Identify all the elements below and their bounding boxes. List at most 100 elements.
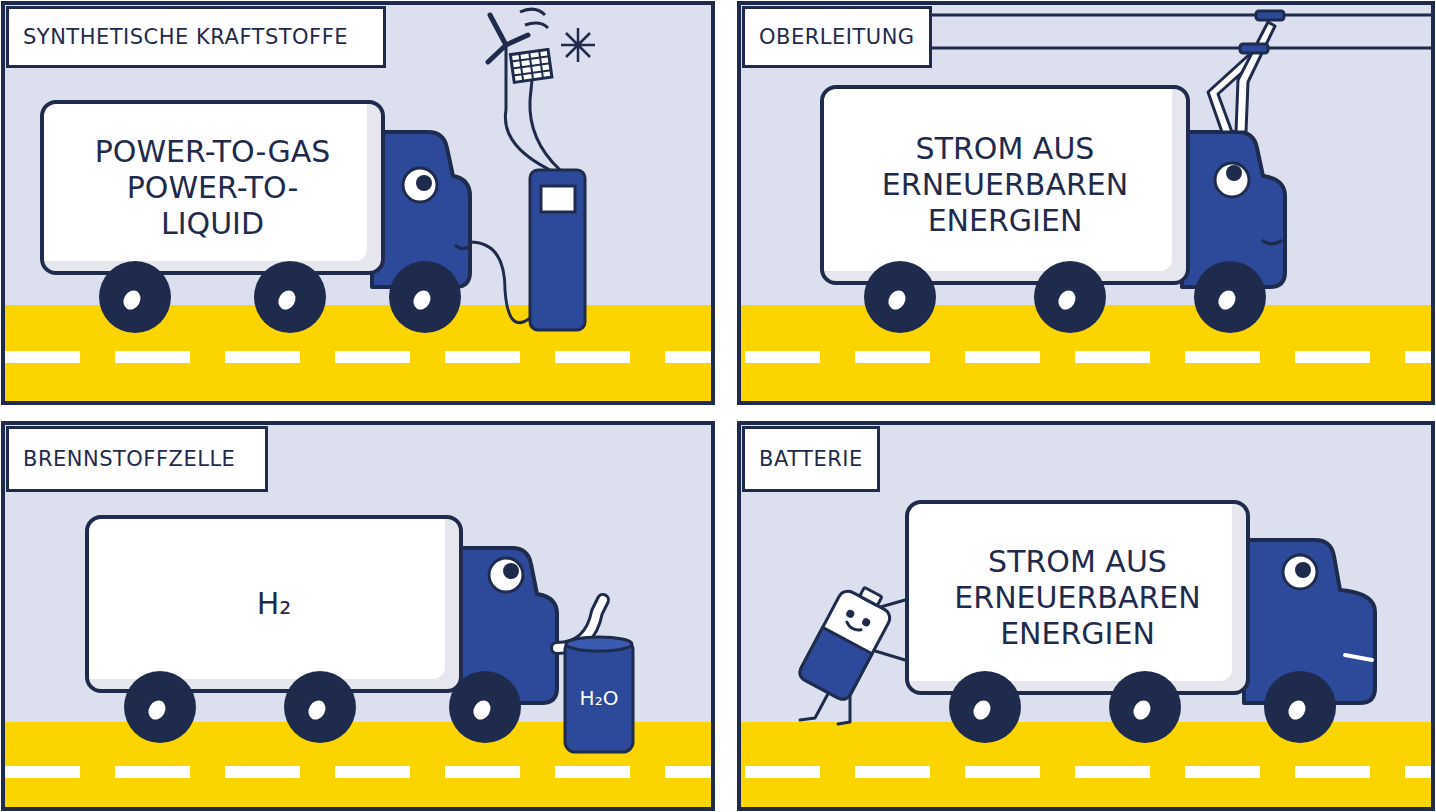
truck-cab <box>372 132 470 287</box>
hubcap <box>1215 287 1239 312</box>
barrel-top <box>566 637 632 651</box>
node-text: BATTERIE <box>759 447 863 471</box>
hubcap <box>1055 287 1079 312</box>
wheel <box>1194 261 1266 333</box>
node-text: SYNTHETISCHE KRAFTSTOFFE <box>23 25 348 49</box>
wheel <box>949 671 1021 743</box>
mouth <box>455 245 470 249</box>
wire <box>920 47 1433 50</box>
node-text: STROM AUS ERNEUERBAREN ENERGIEN <box>904 544 1250 652</box>
solar-panel <box>510 49 552 82</box>
node-text: POWER-TO-GAS <box>45 134 381 170</box>
wheel <box>124 671 196 743</box>
road <box>741 722 1431 807</box>
sun <box>561 28 595 62</box>
wheel <box>99 261 171 333</box>
panel-heading: BATTERIE <box>742 426 880 492</box>
hubcap <box>1130 697 1154 722</box>
wheels <box>99 261 1336 743</box>
collector <box>1240 44 1268 53</box>
pupil <box>1295 562 1311 578</box>
eye <box>489 558 523 592</box>
node-text: STROM AUS ERNEUERBAREN ENERGIEN <box>824 131 1186 239</box>
power-cable <box>505 110 550 170</box>
water-barrel <box>565 640 633 752</box>
road <box>5 305 711 401</box>
wheel <box>449 671 521 743</box>
pupil <box>1226 165 1242 181</box>
pantograph-arm <box>1208 52 1258 132</box>
truck-cargo-box: H₂ <box>85 515 463 693</box>
battery-arms <box>870 600 905 660</box>
node-text: OBERLEITUNG <box>759 25 915 49</box>
wheel <box>254 261 326 333</box>
pantograph <box>1208 11 1284 132</box>
wheel <box>1264 671 1336 743</box>
panel <box>3 3 713 403</box>
hubcap <box>275 287 299 312</box>
eye <box>1283 555 1317 589</box>
truck-cargo-box: STROM AUS ERNEUERBAREN ENERGIEN <box>820 85 1190 285</box>
fuel-pump <box>530 170 585 330</box>
truck-cargo-box: POWER-TO-GASPOWER-TO-LIQUID <box>40 100 385 275</box>
barrel-label: H₂O <box>565 686 633 710</box>
collector <box>1256 11 1284 20</box>
battery-charge <box>797 627 872 702</box>
battery-body <box>797 588 893 703</box>
turbine-blades <box>488 15 528 62</box>
road <box>741 305 1431 401</box>
eye <box>403 168 437 202</box>
hubcap <box>885 287 909 312</box>
hubcap <box>145 697 169 722</box>
hubcap <box>410 287 434 312</box>
eye <box>1215 163 1249 197</box>
wheel <box>284 671 356 743</box>
node-text: POWER-TO-LIQUID <box>44 170 381 242</box>
wire <box>920 14 1433 17</box>
truck-cab <box>458 548 557 703</box>
node-text: BRENNSTOFFZELLE <box>23 447 235 471</box>
water-tank <box>557 600 633 752</box>
battery-eye <box>847 610 854 617</box>
wind-swirl <box>520 9 548 28</box>
truck-cab <box>1182 132 1285 287</box>
panel-heading: OBERLEITUNG <box>742 6 932 68</box>
road-marking <box>5 766 711 778</box>
wheel <box>864 261 936 333</box>
roads <box>5 305 1431 807</box>
hubcap <box>470 697 494 722</box>
panel <box>739 423 1433 809</box>
exhaust-tube <box>557 600 603 648</box>
battery-legs <box>800 690 850 724</box>
wheel <box>1034 261 1106 333</box>
turbine-tower <box>505 45 508 110</box>
overhead-wires <box>920 15 1433 48</box>
hubcap <box>1285 697 1309 722</box>
road-marking <box>745 766 1431 778</box>
wheel <box>1109 671 1181 743</box>
panel-heading: BRENNSTOFFZELLE <box>6 426 268 492</box>
solar-post <box>530 80 532 100</box>
mouth <box>1345 655 1372 660</box>
pump-display <box>541 186 575 212</box>
fuel-hose <box>470 242 530 323</box>
pupil <box>503 563 519 579</box>
road <box>5 722 711 807</box>
node-text: H₂ <box>207 586 342 622</box>
fuel-station <box>470 9 595 330</box>
panels <box>3 3 1433 809</box>
mouth <box>1262 240 1282 244</box>
panel <box>3 423 713 809</box>
panel-heading: SYNTHETISCHE KRAFTSTOFFE <box>6 6 386 68</box>
road-marking <box>745 351 1431 363</box>
battery-cap <box>860 587 882 605</box>
battery-character <box>797 579 905 724</box>
hubcap <box>305 697 329 722</box>
power-cable <box>530 100 560 170</box>
wheel <box>389 261 461 333</box>
pantograph-arm <box>1236 22 1275 132</box>
